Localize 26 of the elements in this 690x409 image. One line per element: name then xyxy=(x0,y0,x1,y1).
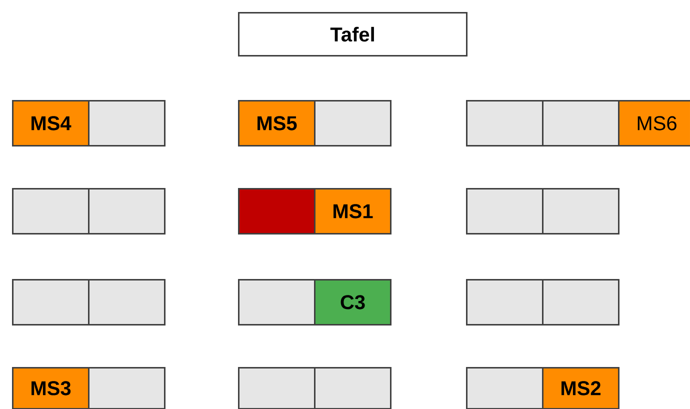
desk-cell xyxy=(88,100,166,146)
desk-cell xyxy=(466,188,544,234)
desk-cell xyxy=(314,100,392,146)
desk-cell xyxy=(466,367,544,409)
desk-cell: MS3 xyxy=(12,367,90,409)
desk-cell xyxy=(238,188,316,234)
desk-cell: MS1 xyxy=(314,188,392,234)
desk-cell xyxy=(88,188,166,234)
desk-cell xyxy=(12,279,90,326)
desk-cell: MS2 xyxy=(542,367,620,409)
board-box: Tafel xyxy=(238,12,468,56)
desk-cell xyxy=(466,279,544,326)
desk-cell xyxy=(542,279,620,326)
desk-cell xyxy=(314,367,392,409)
desk-cell xyxy=(542,100,620,146)
desk-cell xyxy=(88,367,166,409)
desk-cell xyxy=(542,188,620,234)
desk-cell xyxy=(238,279,316,326)
desk-cell: C3 xyxy=(314,279,392,326)
desk-cell xyxy=(238,367,316,409)
desk-cell: MS4 xyxy=(12,100,90,146)
desk-cell xyxy=(88,279,166,326)
desk-cell: MS5 xyxy=(238,100,316,146)
desk-cell: MS6 xyxy=(618,100,690,146)
desk-cell xyxy=(466,100,544,146)
desk-cell xyxy=(12,188,90,234)
